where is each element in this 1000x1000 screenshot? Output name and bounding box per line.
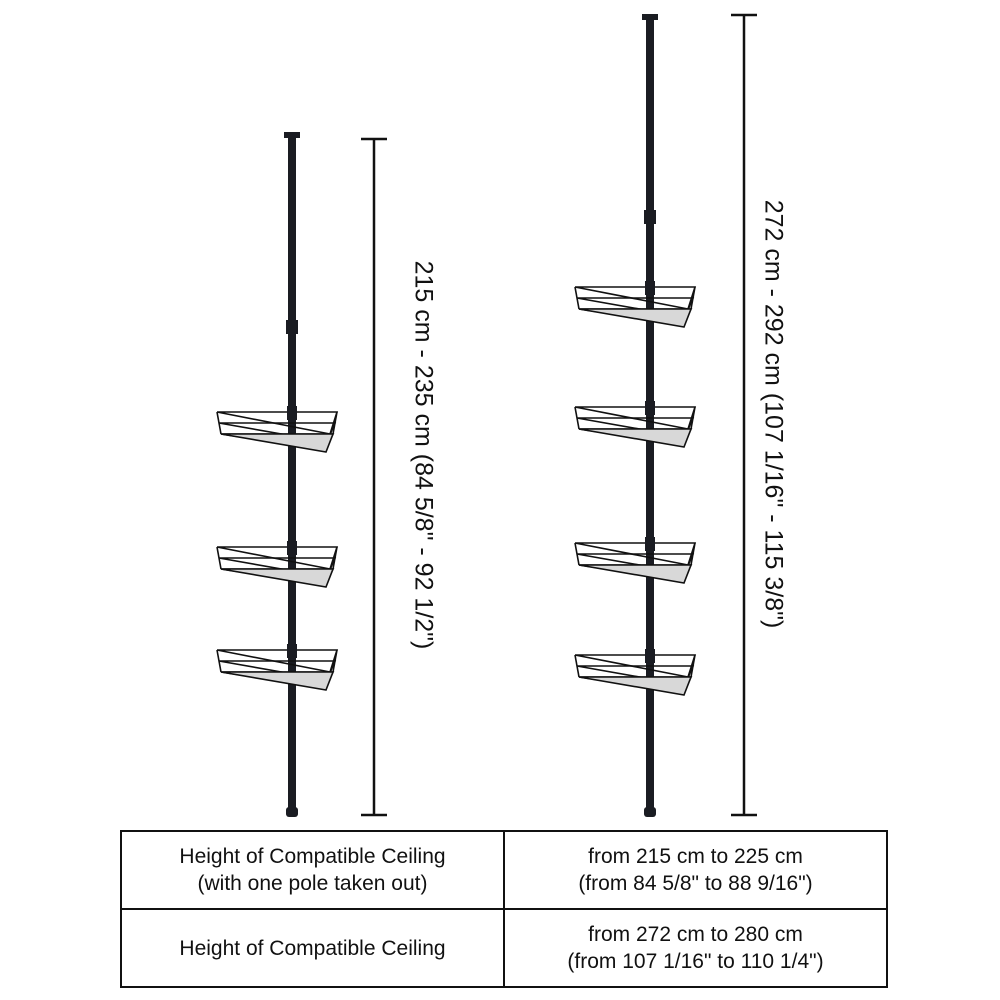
value-line: (from 84 5/8" to 88 9/16") — [578, 872, 813, 895]
basket-clamp — [645, 537, 655, 551]
basket-wire — [574, 542, 580, 566]
basket-clamp — [645, 649, 655, 663]
basket-wire — [576, 553, 695, 574]
label-line: (with one pole taken out) — [197, 872, 428, 895]
basket-wire — [576, 417, 695, 438]
row-label: Height of Compatible Ceiling (with one po… — [120, 830, 505, 910]
basket-wire — [216, 411, 222, 435]
basket-wire — [216, 649, 222, 673]
value-line: from 272 cm to 280 cm — [588, 923, 803, 946]
basket-wire — [574, 286, 580, 310]
basket-clamp — [287, 406, 297, 420]
label-line: Height of Compatible Ceiling — [179, 936, 446, 960]
basket-base — [578, 564, 693, 584]
basket-wire — [690, 654, 696, 678]
right-dimension-label: 272 cm - 292 cm (107 1/16" - 115 3/8") — [759, 199, 788, 629]
row-value: from 215 cm to 225 cm (from 84 5/8" to 88… — [503, 830, 888, 910]
basket-base — [578, 308, 693, 328]
pole — [288, 135, 296, 815]
row-value: from 272 cm to 280 cm (from 107 1/16" to … — [503, 908, 888, 988]
basket-clamp — [645, 401, 655, 415]
basket-wire — [574, 654, 580, 678]
basket-base — [578, 428, 693, 448]
pole-joint — [644, 210, 656, 224]
basket-wire — [576, 665, 695, 686]
table-row: Height of Compatible Ceiling from 272 cm… — [120, 908, 888, 988]
basket-clamp — [287, 644, 297, 658]
row-label: Height of Compatible Ceiling — [120, 908, 505, 988]
basket-clamp — [645, 281, 655, 295]
compatible-ceiling-table: Height of Compatible Ceiling (with one po… — [120, 830, 888, 988]
basket-wire — [690, 542, 696, 566]
pole-foot — [286, 807, 298, 817]
basket-wire — [690, 286, 696, 310]
pole-top-cap — [642, 14, 658, 20]
basket-base — [578, 676, 693, 696]
basket-base — [220, 568, 335, 588]
label-line: Height of Compatible Ceiling — [179, 845, 446, 868]
basket-clamp — [287, 541, 297, 555]
basket-base — [220, 433, 335, 453]
pole — [646, 17, 654, 815]
shelf-illustration — [216, 13, 757, 817]
pole-foot — [644, 807, 656, 817]
value-line: (from 107 1/16" to 110 1/4") — [567, 950, 824, 973]
basket-wire — [216, 546, 222, 570]
basket-wire — [690, 406, 696, 430]
basket-wire — [332, 411, 338, 435]
basket-wire — [574, 406, 580, 430]
basket-wire — [218, 557, 337, 578]
left-dimension-label: 215 cm - 235 cm (84 5/8" - 92 1/2") — [409, 260, 438, 650]
basket-wire — [218, 660, 337, 681]
basket-wire — [576, 297, 695, 318]
basket-wire — [332, 546, 338, 570]
table-row: Height of Compatible Ceiling (with one po… — [120, 830, 888, 910]
value-line: from 215 cm to 225 cm — [588, 845, 803, 868]
basket-wire — [332, 649, 338, 673]
basket-base — [220, 671, 335, 691]
pole-joint — [286, 320, 298, 334]
pole-top-cap — [284, 132, 300, 138]
basket-wire — [218, 422, 337, 443]
